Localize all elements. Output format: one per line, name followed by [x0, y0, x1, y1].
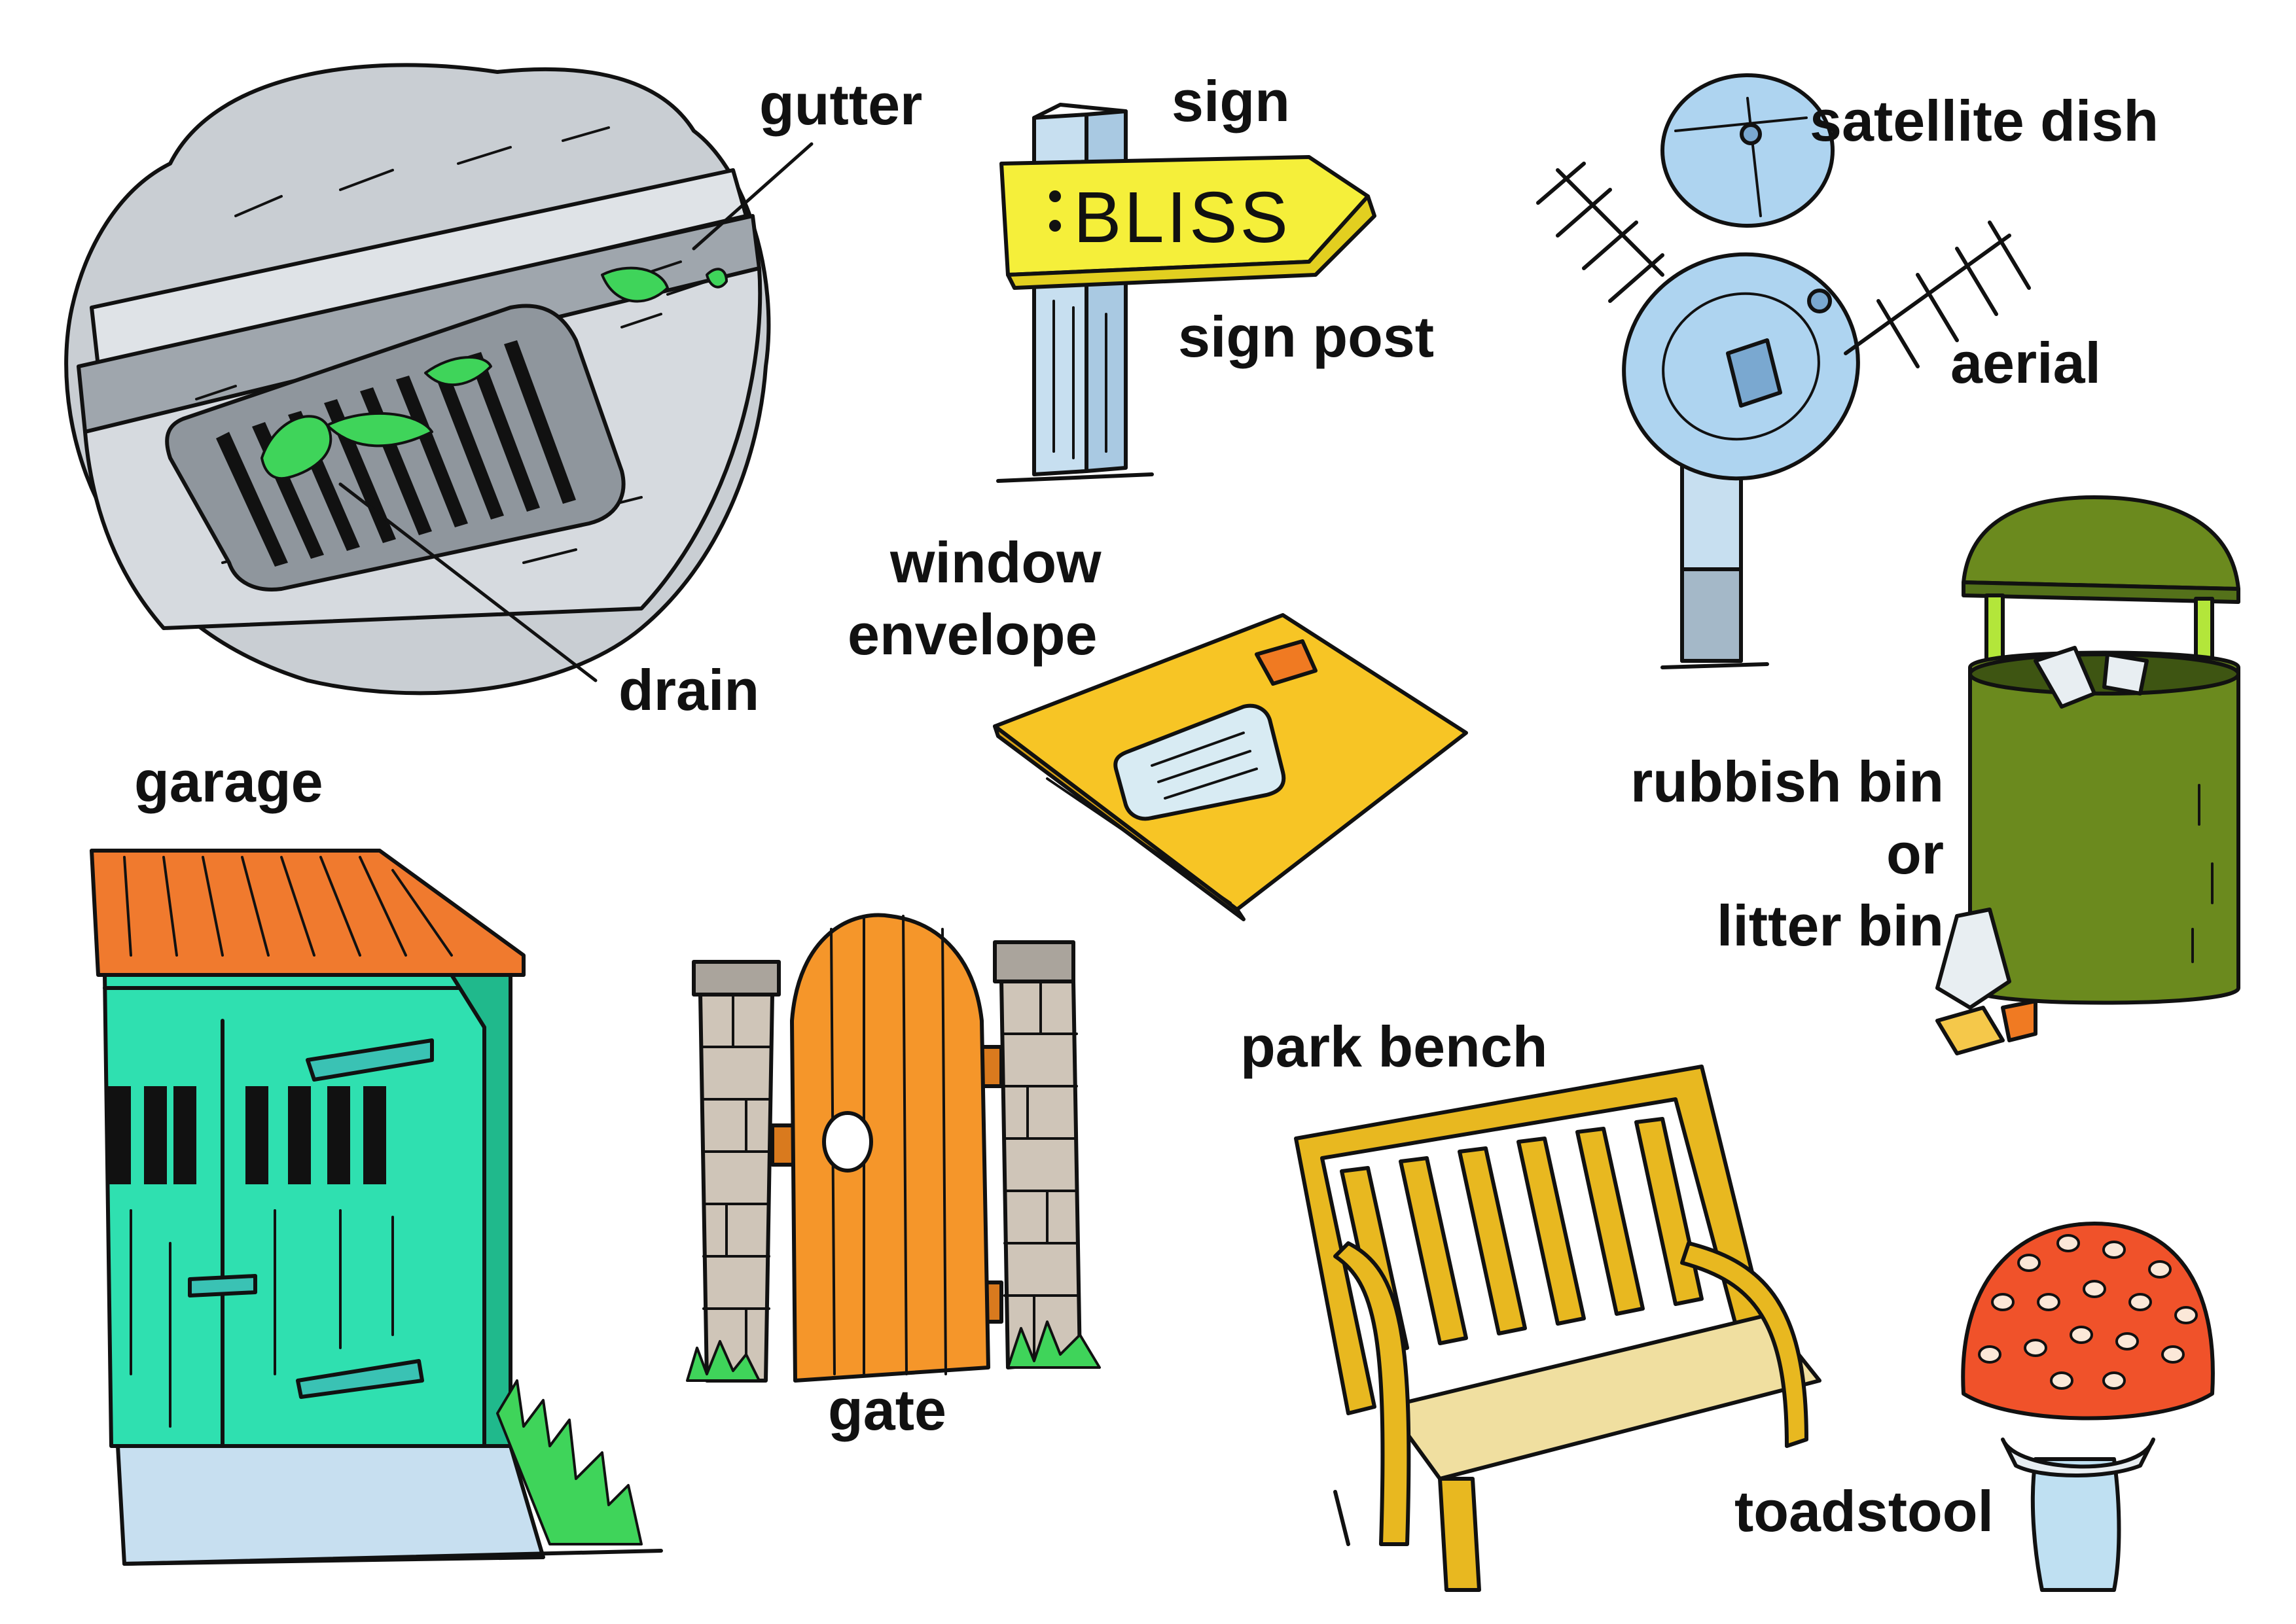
rubbish-bin-label-line2: or [1886, 821, 1944, 886]
satellite-dish-label: satellite dish [1810, 88, 2159, 153]
garage-label: garage [134, 749, 323, 814]
rubbish-bin-label-line1: rubbish bin [1630, 749, 1944, 814]
window-envelope-label-line2: envelope [848, 602, 1098, 667]
garage-illustration [90, 849, 663, 1566]
gutter-drain-illustration [64, 63, 814, 696]
sign-post-label: sign post [1178, 304, 1435, 369]
toadstool-label: toadstool [1734, 1479, 1994, 1544]
window-envelope-label-line1: window [890, 530, 1102, 595]
rubbish-bin-illustration [1935, 495, 2240, 1055]
sign-post-illustration: BLISS [996, 103, 1376, 483]
drain-label: drain [619, 658, 760, 722]
park-bench-label: park bench [1240, 1014, 1548, 1079]
gate-illustration [686, 913, 1101, 1383]
gate-label: gate [828, 1377, 946, 1442]
sign-label: sign [1172, 69, 1290, 133]
toadstool-illustration [1961, 1222, 2215, 1592]
park-bench-illustration [1294, 1065, 1821, 1592]
sign-board-text: BLISS [1073, 177, 1291, 258]
rubbish-bin-label-line3: litter bin [1716, 893, 1944, 958]
aerial-label: aerial [1950, 330, 2101, 395]
window-envelope-illustration [993, 613, 1468, 921]
satellite-dish-illustration [1536, 73, 2031, 669]
gutter-label: gutter [759, 72, 923, 137]
